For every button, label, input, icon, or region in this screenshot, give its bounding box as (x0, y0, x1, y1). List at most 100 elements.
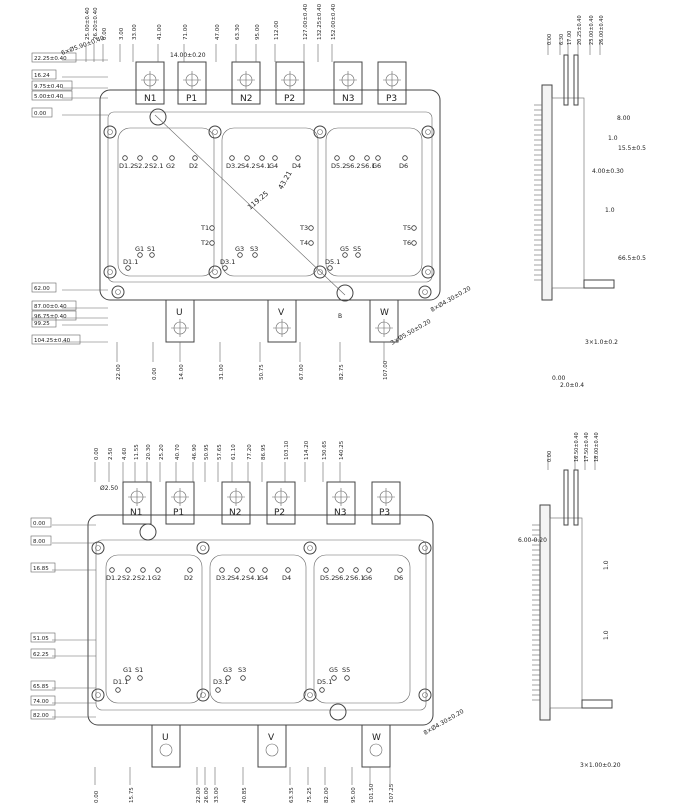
pin-label: G1 (135, 245, 144, 253)
top-dimension: 3.00 (119, 27, 125, 40)
left-dimension: 62.25 (30, 648, 56, 659)
left-dimension-box (31, 300, 77, 311)
terminal-label-p3: P3 (379, 508, 390, 518)
top-dimension: 20.30 (146, 444, 152, 460)
pin-label: S6.2 (346, 162, 360, 170)
left-dimension-box (31, 310, 77, 321)
left-dimension-text: 8.00 (33, 539, 46, 545)
top-dimension: 26.20±0.40 (93, 7, 99, 40)
pin (342, 252, 348, 258)
pin (338, 567, 344, 573)
t-label: T3 (299, 224, 308, 232)
left-dimension-box (31, 80, 73, 91)
left-dimension-text: 16.85 (33, 566, 49, 572)
side-dimension: 17.00 (567, 31, 573, 45)
pin (285, 567, 291, 573)
left-dimension: 22.25±0.40 (31, 52, 77, 63)
left-dimension-text: 82.00 (33, 713, 49, 719)
mounting-hole-callout: 8×Ø4.30±0.20 (430, 285, 473, 314)
left-dimension: 62.00 (31, 282, 57, 293)
top-dimension: 127.00±0.40 (303, 3, 309, 40)
left-dimension-text: 0.00 (34, 111, 47, 117)
left-dimension-text: 5.00±0.40 (34, 94, 64, 100)
top-dimension: 130.65 (322, 440, 328, 460)
pin-label: G2 (166, 162, 175, 170)
terminal-tab-n1 (122, 481, 152, 525)
left-dimension-text: 62.25 (33, 652, 49, 658)
left-dimension-text: 74.00 (33, 699, 49, 705)
terminal-label-n3: N3 (342, 94, 354, 104)
side-dimension: 23.00±0.40 (589, 15, 595, 45)
top-dimension: 132.25±0.40 (317, 3, 323, 40)
pin-label: S2.2 (122, 574, 136, 582)
pin-label: G3 (223, 666, 232, 674)
bottom-dimension: 67.00 (299, 364, 305, 380)
t-label: T1 (200, 224, 209, 232)
reference-hole (336, 284, 354, 302)
bottom-compartment-1 (105, 554, 203, 704)
side-dimension: 20.25±0.40 (577, 15, 583, 45)
left-dimension: 8.00 (30, 535, 52, 546)
left-dimension-box (31, 282, 57, 293)
left-dimension-text: 87.00±0.40 (34, 304, 67, 310)
left-dimension-box (31, 52, 77, 63)
bottom-dimension: 50.75 (259, 364, 265, 380)
top-dimension: 33.00 (132, 24, 138, 40)
pin (222, 265, 228, 271)
pin-label: S3 (238, 666, 246, 674)
pin-label: S4.1 (256, 162, 270, 170)
terminal-label-p2: P2 (284, 94, 295, 104)
bottom-compartment-3 (313, 554, 411, 704)
pin (187, 567, 193, 573)
top-dimension: 4.60 (122, 447, 128, 460)
terminal-tab-p3 (371, 481, 401, 525)
pin-label: D6 (399, 162, 408, 170)
left-dimension-text: 62.00 (34, 286, 50, 292)
pin (411, 240, 417, 246)
pin-label: D5.2 (320, 574, 335, 582)
pin-label: S4.1 (246, 574, 260, 582)
side-dimension: 1.0 (608, 135, 618, 142)
bottom-side-output (581, 699, 613, 709)
top-dimension: 2.50 (108, 447, 114, 460)
pin (225, 675, 231, 681)
left-dimension: 104.25±0.40 (31, 334, 81, 345)
diagonal-callout-1: 119.25 (246, 190, 270, 212)
left-dimension-box (31, 107, 53, 118)
output-hole (265, 743, 279, 757)
bottom-dimension: 82.00 (324, 787, 330, 803)
mounting-hole (208, 125, 222, 139)
pin (137, 155, 143, 161)
t-label: T2 (200, 239, 209, 247)
terminal-tab-n2 (231, 61, 261, 105)
mounting-hole-inner (307, 545, 313, 551)
left-dimension-box (30, 632, 56, 643)
bottom-dimension: 15.75 (129, 787, 135, 803)
pin-label: S4.2 (241, 162, 255, 170)
pin (262, 567, 268, 573)
side-baseplate (541, 84, 553, 301)
left-dimension: 5.00±0.40 (31, 90, 73, 101)
pin-label: G4 (259, 574, 268, 582)
pin (353, 567, 359, 573)
reference-hole (139, 523, 157, 541)
mounting-hole-inner (425, 129, 431, 135)
top-compartment-2 (221, 127, 319, 277)
pin-label: S5 (342, 666, 350, 674)
output-tab-v (257, 724, 287, 768)
bottom-side-terminal-2 (573, 469, 579, 526)
pin (109, 567, 115, 573)
pin (331, 675, 337, 681)
pin-label: G2 (152, 574, 161, 582)
pin (344, 675, 350, 681)
mounting-hole-inner (95, 692, 101, 698)
